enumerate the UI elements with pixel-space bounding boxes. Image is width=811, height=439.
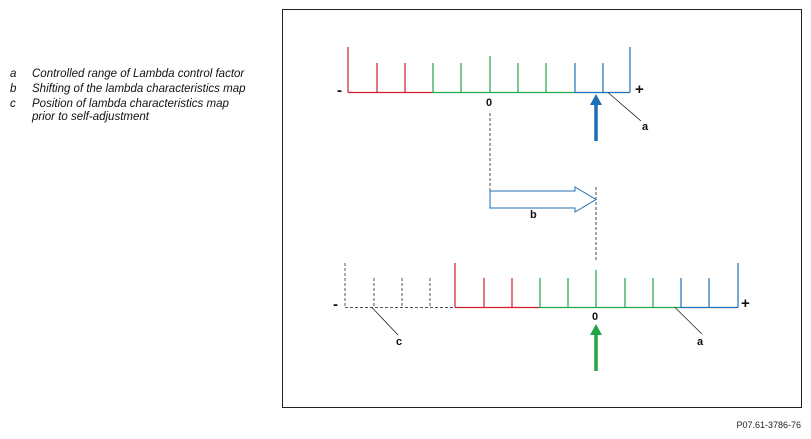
legend: a Controlled range of Lambda control fac… <box>10 68 255 126</box>
blue-arrow-icon <box>590 94 602 105</box>
legend-item-c: c Position of lambda characteristics map… <box>10 98 255 124</box>
bottom-minus-sign: - <box>333 296 338 313</box>
legend-key: a <box>10 68 17 80</box>
top-plus-sign: + <box>635 81 644 98</box>
bottom-scale <box>454 263 739 309</box>
legend-text: Shifting of the lambda characteristics m… <box>32 83 246 95</box>
bottom-label-a: a <box>697 336 704 348</box>
bottom-plus-sign: + <box>741 295 750 312</box>
top-label-a: a <box>642 121 649 133</box>
old-position-scale <box>344 263 455 308</box>
top-zero-label: 0 <box>486 97 492 109</box>
label-c: c <box>396 336 402 348</box>
bottom-zero-label: 0 <box>592 311 598 323</box>
shift-arrow-icon <box>489 186 597 213</box>
legend-text: Position of lambda characteristics map p… <box>32 98 229 123</box>
legend-key: c <box>10 98 16 110</box>
top-minus-sign: - <box>337 82 342 99</box>
top-scale <box>347 47 631 94</box>
shift-label-b: b <box>530 209 537 221</box>
bottom-leader-a <box>674 307 703 335</box>
legend-key: b <box>10 83 17 95</box>
legend-item-a: a Controlled range of Lambda control fac… <box>10 68 255 81</box>
green-arrow-icon <box>590 324 602 335</box>
legend-text: Controlled range of Lambda control facto… <box>32 68 245 80</box>
leader-c <box>371 307 399 336</box>
diagram-frame <box>282 9 802 408</box>
legend-item-b: b Shifting of the lambda characteristics… <box>10 83 255 96</box>
top-leader-a <box>607 92 642 122</box>
reference-code: P07.61-3786-76 <box>736 420 801 430</box>
